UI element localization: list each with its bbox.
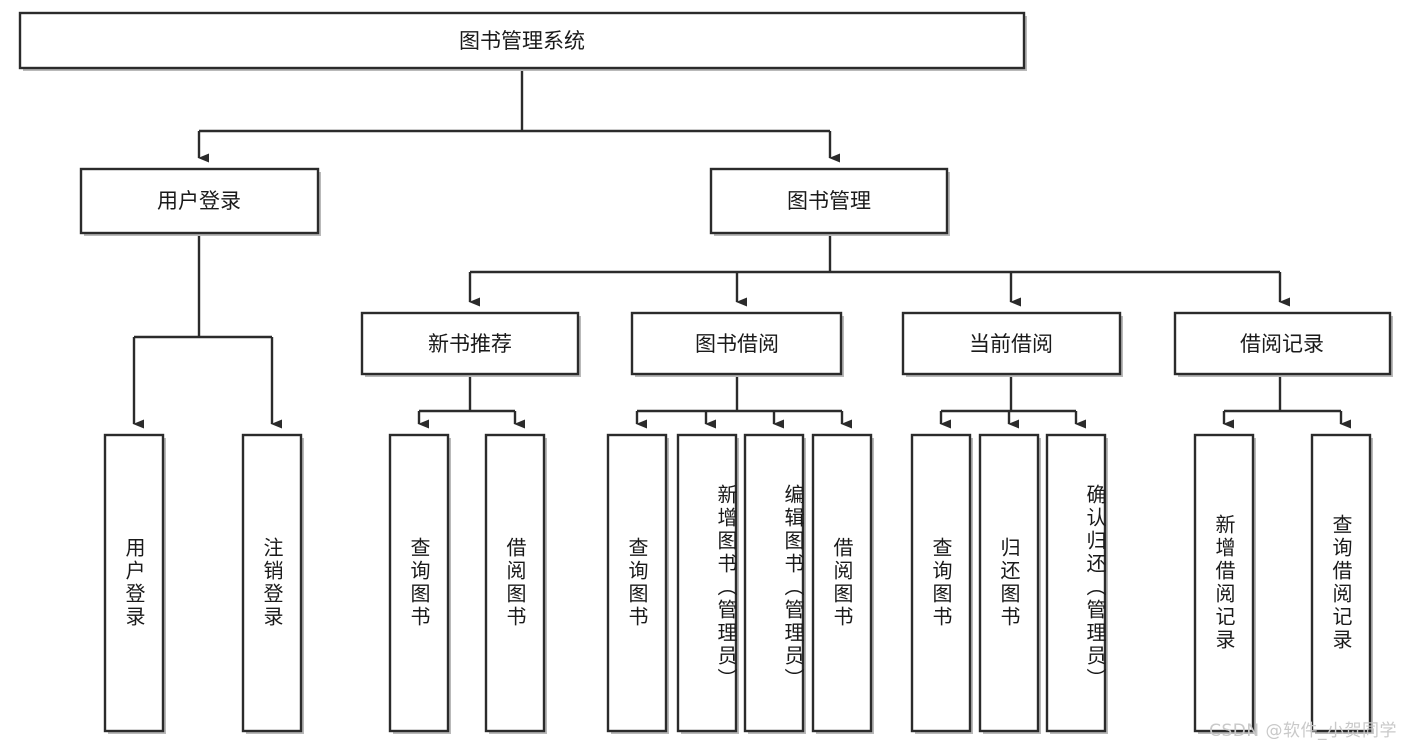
node-leaf[interactable] bbox=[103, 433, 166, 734]
connector-group-book-manage bbox=[468, 233, 1290, 307]
node-label-root: 图书管理系统 bbox=[459, 29, 585, 53]
node-leaf[interactable] bbox=[743, 433, 806, 734]
connector-group-user-login bbox=[132, 233, 282, 429]
node-label-new-book-recommend: 新书推荐 bbox=[428, 332, 512, 356]
node-leaf[interactable] bbox=[241, 433, 304, 734]
node-leaf[interactable] bbox=[606, 433, 669, 734]
node-label-borrow-record: 借阅记录 bbox=[1240, 332, 1324, 356]
node-current-borrow[interactable] bbox=[901, 311, 1123, 377]
connector-group-book-borrow bbox=[635, 374, 852, 429]
connector-group-current-borrow bbox=[939, 374, 1086, 429]
node-book-management[interactable] bbox=[709, 167, 950, 236]
node-borrow-record[interactable] bbox=[1173, 311, 1393, 377]
node-leaf[interactable] bbox=[388, 433, 451, 734]
node-leaf[interactable] bbox=[1045, 433, 1108, 734]
node-label-book-borrow: 图书借阅 bbox=[695, 332, 779, 356]
node-leaf[interactable] bbox=[811, 433, 874, 734]
node-leaf[interactable] bbox=[1310, 433, 1373, 734]
node-leaf[interactable] bbox=[1193, 433, 1256, 734]
connector-group-borrow-record bbox=[1222, 374, 1351, 429]
node-user-login[interactable] bbox=[79, 167, 321, 236]
node-new-book-recommend[interactable] bbox=[360, 311, 581, 377]
node-leaf[interactable] bbox=[484, 433, 547, 734]
node-leaf[interactable] bbox=[910, 433, 973, 734]
node-root[interactable] bbox=[18, 11, 1027, 71]
connector-group-root bbox=[197, 68, 840, 163]
watermark-text: CSDN @软件_小贺同学 bbox=[1209, 721, 1397, 741]
node-leaf[interactable] bbox=[676, 433, 739, 734]
node-label-user-login: 用户登录 bbox=[157, 189, 241, 213]
node-label-current-borrow: 当前借阅 bbox=[969, 332, 1053, 356]
node-label-book-management: 图书管理 bbox=[787, 189, 871, 213]
node-leaf[interactable] bbox=[978, 433, 1041, 734]
connector-group-new-book bbox=[417, 374, 525, 429]
node-book-borrow[interactable] bbox=[630, 311, 844, 377]
